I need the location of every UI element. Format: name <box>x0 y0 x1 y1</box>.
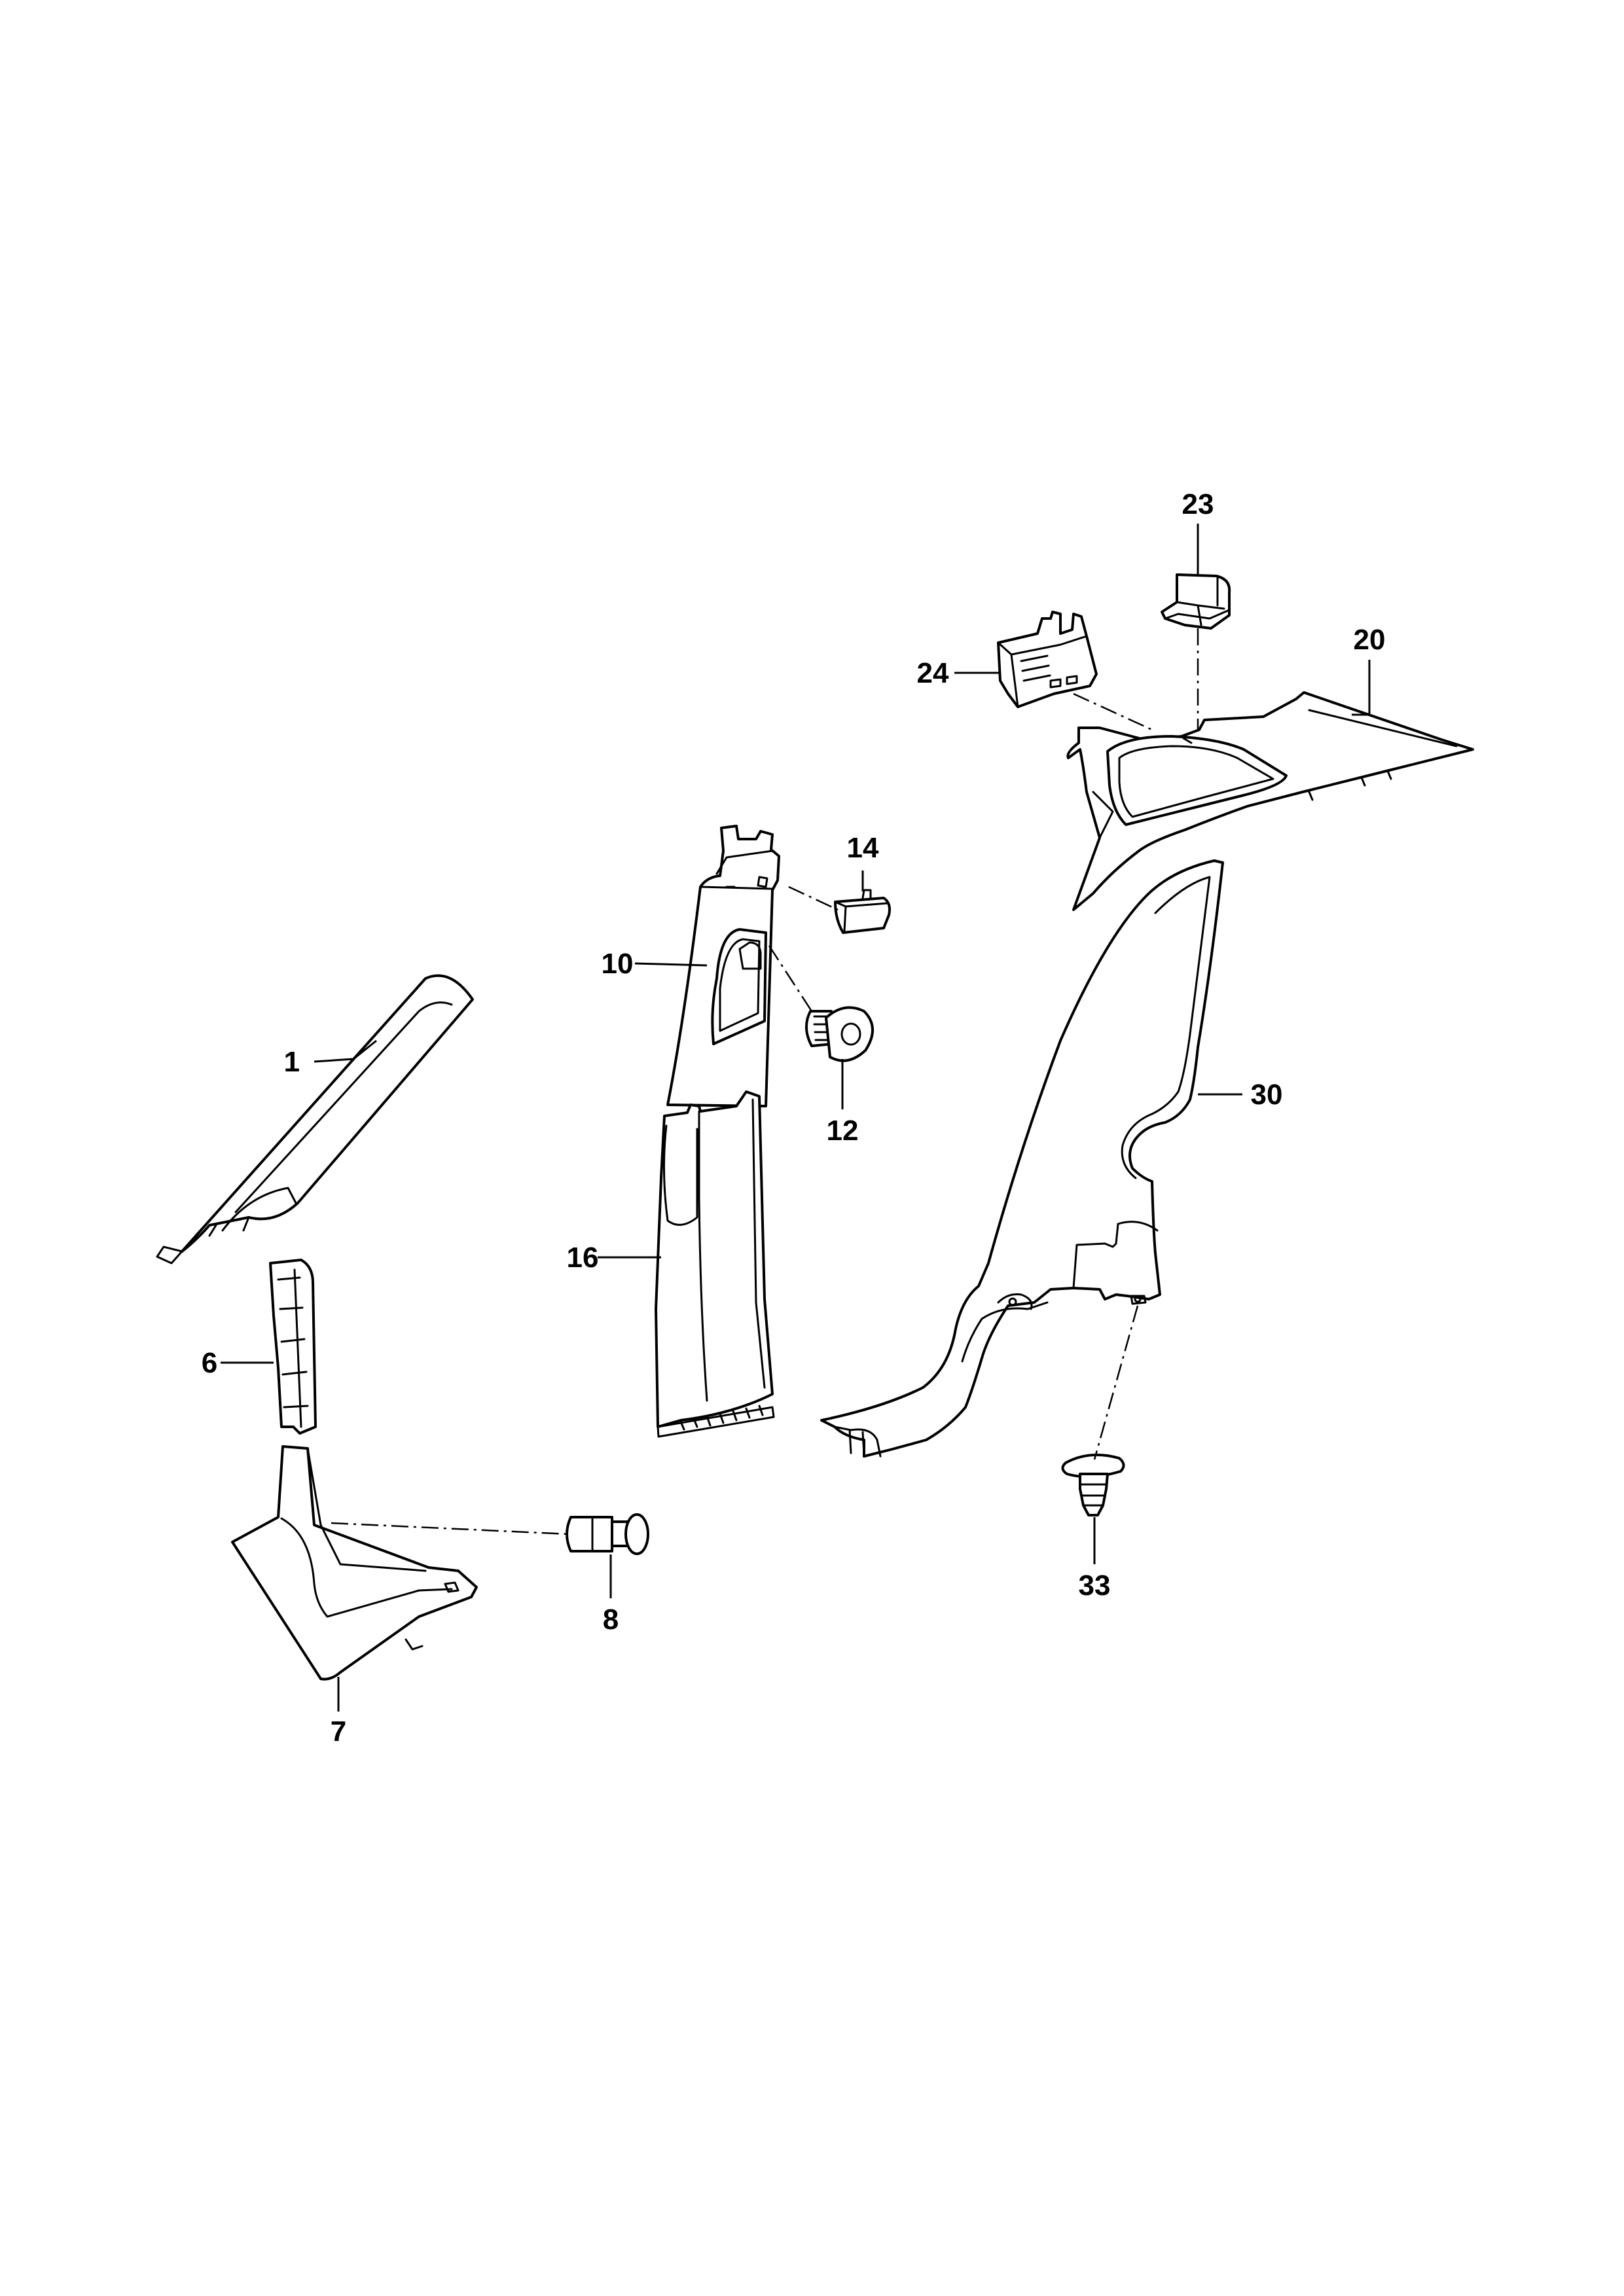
assembly-lines <box>331 628 1199 1535</box>
callout-10: 10 <box>602 948 634 980</box>
part-8-push-clip <box>566 1513 649 1555</box>
part-23-bracket <box>1161 573 1231 630</box>
part-24-bracket-assembly <box>997 611 1098 708</box>
callout-12: 12 <box>827 1115 859 1147</box>
part-33-trim-clip <box>1061 1453 1125 1516</box>
part-16-b-pillar-lower <box>655 1090 775 1438</box>
callout-labels: 1 6 7 8 10 12 14 16 20 23 24 30 33 <box>202 488 1386 1748</box>
part-1-a-pillar-trim <box>156 974 474 1265</box>
callout-33: 33 <box>1079 1570 1111 1602</box>
callout-30: 30 <box>1251 1079 1283 1111</box>
callout-16: 16 <box>567 1242 599 1274</box>
part-7-lower-trim <box>231 1445 478 1681</box>
callout-24: 24 <box>917 657 949 689</box>
part-20-upper-rear-trim <box>1066 691 1474 911</box>
callout-14: 14 <box>847 832 879 864</box>
callout-20: 20 <box>1354 624 1386 656</box>
callout-1: 1 <box>284 1046 300 1078</box>
part-30-rear-side-trim <box>820 859 1224 1458</box>
leader-lines <box>221 524 1371 1712</box>
callout-6: 6 <box>202 1347 217 1379</box>
callout-23: 23 <box>1182 488 1214 520</box>
callout-8: 8 <box>603 1604 619 1636</box>
part-14-clip-cover <box>834 889 891 934</box>
callout-7: 7 <box>331 1715 346 1748</box>
part-10-b-pillar-upper <box>666 825 780 1107</box>
part-12-bolt <box>805 1006 874 1062</box>
part-6-trim-strip <box>269 1259 317 1435</box>
